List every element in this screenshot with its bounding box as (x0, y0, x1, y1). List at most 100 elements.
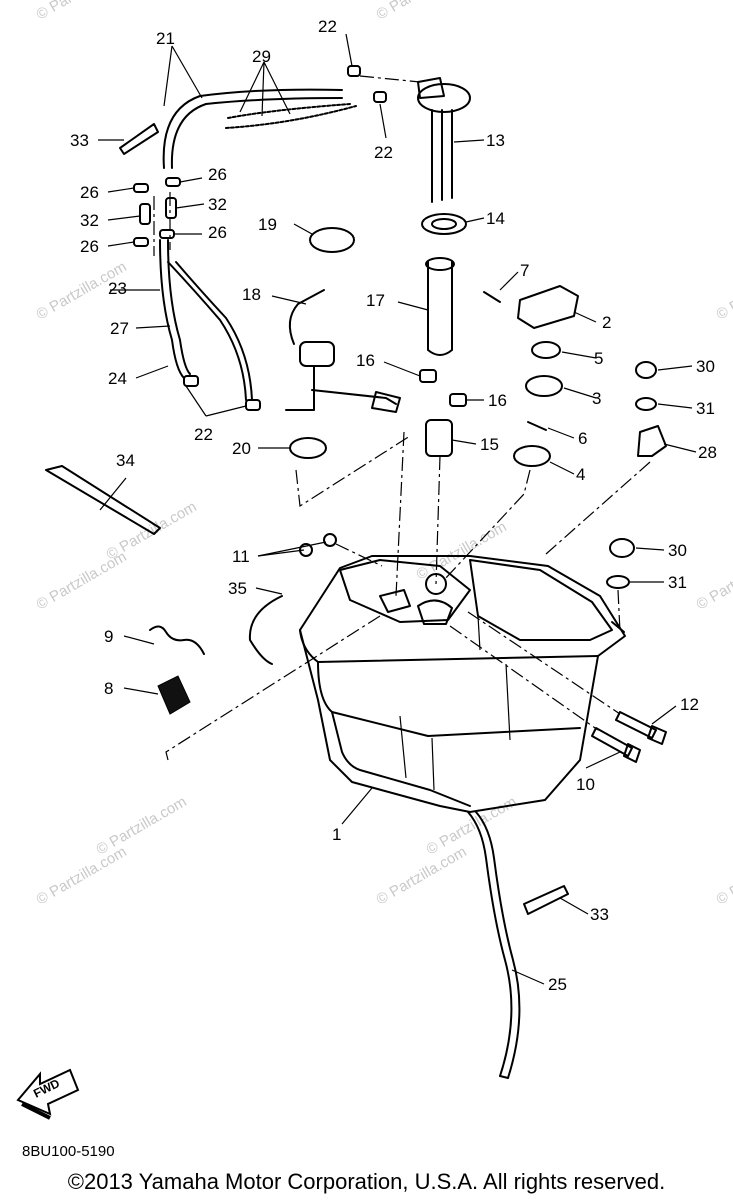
cable-tie-34 (45, 465, 161, 535)
part-callouts: 1 2 3 4 5 6 7 8 9 10 11 12 13 14 15 16 1… (70, 17, 717, 994)
callout: 18 (242, 285, 261, 304)
grommet-4 (513, 445, 551, 467)
callout: 22 (318, 17, 337, 36)
watermark: © Partzilla.com (374, 0, 470, 23)
clip-26d (159, 229, 175, 239)
nut-30b (609, 538, 635, 558)
hose-clip-16a (419, 369, 437, 383)
callout: 15 (480, 435, 499, 454)
clip-26b (165, 177, 181, 187)
spring-5 (531, 341, 561, 359)
watermark: © Partzilla.com (414, 518, 510, 583)
clamp-28 (637, 425, 667, 457)
callout: 14 (486, 209, 505, 228)
callout: 26 (80, 183, 99, 202)
cap-3 (525, 375, 563, 397)
callout: 33 (70, 131, 89, 150)
callout: 31 (696, 399, 715, 418)
callout: 4 (576, 465, 585, 484)
callout: 7 (520, 261, 529, 280)
clip-26a (133, 183, 149, 193)
callout: 27 (110, 319, 129, 338)
forward-arrow-icon: FWD (16, 1068, 80, 1120)
watermark: © Partzilla.com (34, 0, 130, 23)
bolt-12 (615, 711, 667, 745)
watermark: © Partzilla.com (694, 548, 733, 613)
joint-32b (165, 197, 177, 219)
clip-11a (323, 533, 337, 547)
pin-6 (527, 421, 547, 431)
callout: 6 (578, 429, 587, 448)
callout: 3 (592, 389, 601, 408)
spring-9 (149, 625, 205, 655)
callout: 10 (576, 775, 595, 794)
watermark: © Partzilla.com (714, 258, 733, 323)
watermark: © Partzilla.com (94, 793, 190, 858)
callout: 12 (680, 695, 699, 714)
callout: 16 (356, 351, 375, 370)
clip-22c (183, 375, 199, 387)
joint-32a (139, 203, 151, 225)
washer-31b (606, 575, 630, 589)
callout: 22 (194, 425, 213, 444)
clip-33-bottom (523, 885, 569, 915)
callout: 16 (488, 391, 507, 410)
callout: 13 (486, 131, 505, 150)
callout: 17 (366, 291, 385, 310)
clip-22b (373, 91, 387, 103)
bracket-2 (517, 285, 579, 329)
hose-35 (248, 595, 283, 665)
callout: 28 (698, 443, 717, 462)
filter-15 (425, 419, 453, 457)
watermark: © Partzilla.com (424, 793, 520, 858)
callout: 21 (156, 29, 175, 48)
copyright-notice: ©2013 Yamaha Motor Corporation, U.S.A. A… (67, 1169, 666, 1194)
callout: 30 (668, 541, 687, 560)
fuel-pump-assembly (285, 289, 401, 413)
callout: 19 (258, 215, 277, 234)
fuel-tank (299, 555, 626, 813)
callout: 32 (80, 211, 99, 230)
clip-33-top (119, 123, 159, 155)
callout: 32 (208, 195, 227, 214)
callout: 20 (232, 439, 251, 458)
damper-8 (157, 675, 191, 715)
watermark: © Partzilla.com (34, 548, 130, 613)
callout: 33 (590, 905, 609, 924)
clip-22d (245, 399, 261, 411)
leader-lines (98, 33, 697, 985)
washer-31 (635, 397, 657, 411)
callout: 23 (108, 279, 127, 298)
watermark: © Partzilla.com (34, 843, 130, 908)
callout: 11 (232, 547, 250, 566)
callout: 30 (696, 357, 715, 376)
callout: 5 (594, 349, 603, 368)
diagram-code: 8BU100-5190 (22, 1143, 115, 1160)
callout: 24 (108, 369, 127, 388)
clip-22a (347, 65, 361, 77)
callout: 35 (228, 579, 247, 598)
assembly-lines (153, 75, 651, 761)
callout: 22 (374, 143, 393, 162)
callout: 9 (104, 627, 113, 646)
callout: 34 (116, 451, 135, 470)
callout: 2 (602, 313, 611, 332)
callout: 29 (252, 47, 271, 66)
callout: 1 (332, 825, 341, 844)
grommet-19 (309, 227, 355, 253)
callout: 26 (208, 223, 227, 242)
callout: 8 (104, 679, 113, 698)
callout: 31 (668, 573, 687, 592)
watermark: © Partzilla.com (374, 843, 470, 908)
clip-26c (133, 237, 149, 247)
overflow-hose (467, 811, 513, 1077)
breather-hoses (159, 88, 357, 401)
watermark-layer: © Partzilla.com © Partzilla.com © Partzi… (34, 0, 733, 908)
pin-7 (483, 291, 501, 303)
bolt-10 (591, 727, 641, 763)
nut-30 (635, 361, 657, 379)
watermark: © Partzilla.com (714, 843, 733, 908)
callout: 26 (208, 165, 227, 184)
damper-20 (289, 437, 327, 459)
